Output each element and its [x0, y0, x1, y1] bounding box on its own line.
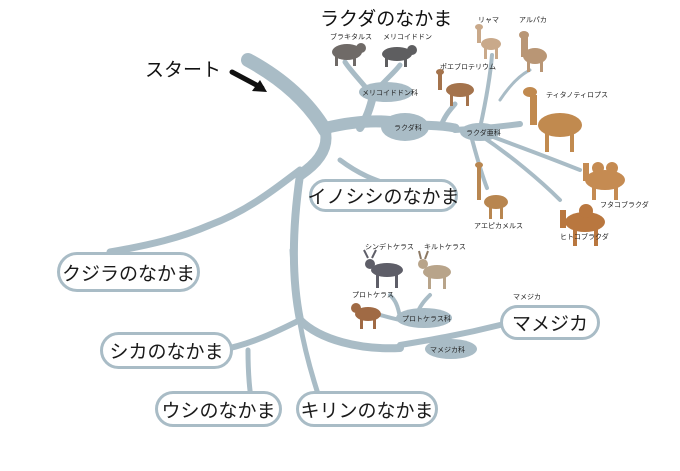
boar-group-pill: イノシシのなかま [309, 179, 458, 212]
start-label: スタート [145, 55, 221, 82]
merycoidodon-label: メリコイドドン [383, 32, 432, 42]
protoceras-label: プロトケラス [352, 290, 394, 300]
kyptoceras-illustration [418, 251, 451, 289]
protoceras-family-label: プロトケラス科 [402, 314, 451, 324]
cow-group-pill: ウシのなかま [155, 391, 282, 427]
chevrotain-family-label: マメジカ科 [430, 345, 465, 355]
poebrotherium-illustration [436, 69, 474, 106]
bactrian-illustration [583, 162, 625, 200]
brachytarsus-illustration [332, 43, 366, 66]
dromedary-label: ヒトコブラクダ [560, 232, 609, 242]
brachytarsus-label: ブラキタルス [330, 32, 372, 42]
camel-subfamily-label: ラクダ亜科 [466, 128, 501, 138]
alpaca-label: アルパカ [519, 15, 547, 25]
syndyoceras-illustration [364, 250, 403, 288]
whale-group-pill: クジラのなかま [57, 252, 200, 292]
alpaca-illustration [519, 31, 547, 72]
chevrotain-species-label: マメジカ [513, 292, 541, 302]
titanotylopus-label: ティタノティロプス [546, 90, 608, 100]
bactrian-label: フタコブラクダ [600, 200, 649, 210]
camel-family-label: ラクダ科 [394, 123, 422, 133]
giraffe-group-pill: キリンのなかま [296, 391, 438, 427]
camel-group-title: ラクダのなかま [320, 4, 452, 31]
protoceras-illustration [351, 303, 381, 329]
merycoidodon-family-label: メリコイドドン科 [362, 88, 418, 98]
poebrotherium-label: ポエブロテリウム [440, 62, 496, 72]
chevrotain-group-pill: マメジカ [500, 305, 600, 340]
aepycamelus-illustration [475, 162, 508, 219]
syndyoceras-label: シンデトケラス [365, 242, 414, 252]
kyptoceras-label: キルトケラス [424, 242, 466, 252]
deer-group-pill: シカのなかま [100, 332, 233, 369]
llama-illustration [475, 24, 501, 59]
llama-label: リャマ [478, 15, 499, 25]
aepycamelus-label: アエピカメルス [474, 221, 523, 231]
